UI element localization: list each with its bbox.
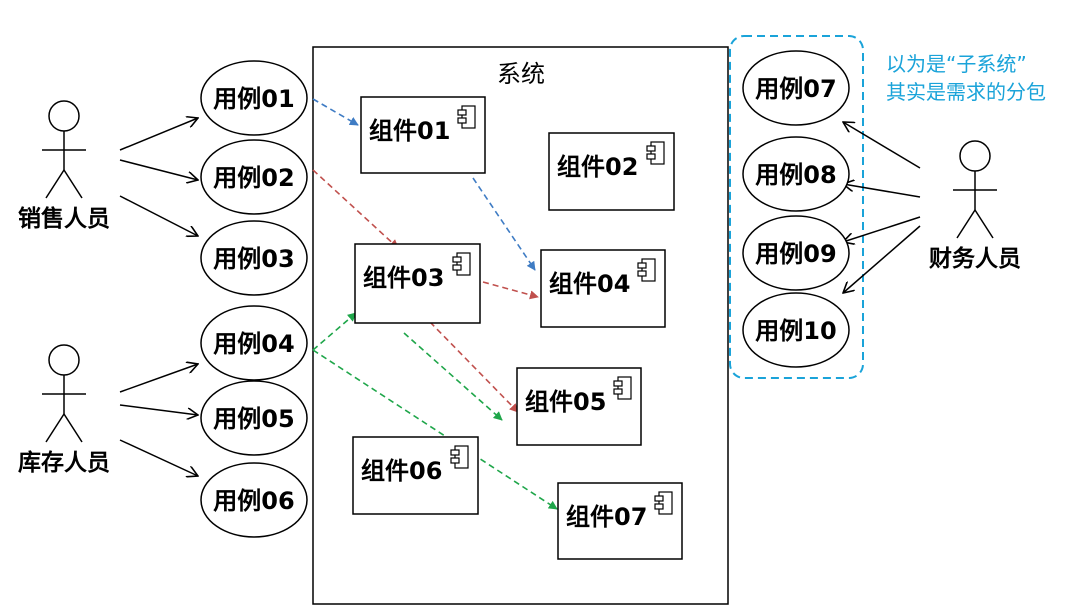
component-icon (637, 258, 656, 282)
component-c04[interactable]: 组件04 (540, 249, 666, 328)
component-c05[interactable]: 组件05 (516, 367, 642, 446)
component-label: 组件01 (369, 117, 450, 145)
component-c02[interactable]: 组件02 (548, 132, 675, 211)
usecase-uc08[interactable]: 用例08 (742, 136, 850, 212)
usecase-ellipse (200, 60, 308, 136)
association-finance-uc10 (843, 225, 921, 293)
usecase-ellipse (742, 136, 850, 212)
component-c07[interactable]: 组件07 (557, 482, 683, 560)
actor-label: 财务人员 (929, 246, 1021, 272)
system-boundary (312, 46, 729, 605)
component-label: 组件04 (549, 270, 630, 298)
actor-head (48, 344, 80, 376)
usecase-ellipse (742, 215, 850, 291)
dependency-c03-c04 (482, 281, 539, 300)
association-stock-uc05 (119, 404, 198, 415)
usecase-ellipse (742, 50, 850, 126)
usecase-ellipse (200, 305, 308, 381)
actor-stock: 库存人员 (18, 344, 110, 476)
usecase-label: 用例08 (755, 161, 836, 189)
actor-left-leg (956, 209, 976, 239)
note-line-2: 其实是需求的分包 (886, 80, 1046, 104)
usecase-label: 用例10 (755, 317, 836, 345)
note-line-1: 以为是“子系统” (886, 52, 1027, 76)
usecase-label: 用例09 (755, 240, 836, 268)
actor-head (959, 140, 991, 172)
usecase-uc03[interactable]: 用例03 (200, 220, 308, 296)
actor-left-leg (45, 413, 65, 443)
usecase-ellipse (200, 220, 308, 296)
association-stock-uc04 (119, 364, 198, 393)
association-sales-uc02 (119, 159, 198, 180)
actor-right-leg (974, 209, 994, 239)
component-icon (646, 141, 665, 165)
component-label: 组件05 (525, 388, 606, 416)
component-label: 组件07 (566, 503, 647, 531)
component-icon (613, 376, 632, 400)
actor-right-leg (63, 169, 83, 199)
association-finance-uc08 (843, 184, 921, 198)
usecase-ellipse (200, 462, 308, 538)
association-sales-uc03 (119, 195, 198, 236)
usecase-uc09[interactable]: 用例09 (742, 215, 850, 291)
usecase-uc06[interactable]: 用例06 (200, 462, 308, 538)
dependency-c03-c05 (429, 321, 519, 413)
actor-left-leg (45, 169, 65, 199)
dependency-uc04-c07 (312, 349, 558, 510)
component-icon (452, 252, 471, 276)
component-icon (457, 105, 476, 129)
dependency-uc01-c01 (312, 98, 359, 126)
usecase-label: 用例07 (755, 75, 836, 103)
usecase-ellipse (200, 380, 308, 456)
usecase-uc05[interactable]: 用例05 (200, 380, 308, 456)
usecase-label: 用例06 (213, 487, 294, 515)
component-label: 组件02 (557, 153, 638, 181)
component-icon (654, 491, 673, 515)
component-label: 组件06 (361, 457, 442, 485)
usecase-uc07[interactable]: 用例07 (742, 50, 850, 126)
usecase-label: 用例03 (213, 245, 294, 273)
component-label: 组件03 (363, 264, 444, 292)
component-c06[interactable]: 组件06 (352, 436, 479, 515)
actor-finance: 财务人员 (929, 140, 1021, 272)
actor-head (48, 100, 80, 132)
dependency-uc04-c03 (312, 312, 357, 351)
usecase-uc01[interactable]: 用例01 (200, 60, 308, 136)
component-c01[interactable]: 组件01 (360, 96, 486, 174)
component-c03[interactable]: 组件03 (354, 243, 481, 324)
dependency-c01-c04 (472, 177, 536, 271)
association-stock-uc06 (119, 439, 198, 476)
association-sales-uc01 (119, 118, 198, 151)
usecase-uc10[interactable]: 用例10 (742, 292, 850, 368)
actor-sales: 销售人员 (18, 100, 110, 232)
association-finance-uc09 (843, 216, 921, 242)
actor-right-leg (63, 413, 83, 443)
dependency-uc02-c03 (312, 169, 399, 249)
dependency-c03-c05 (403, 332, 503, 421)
actor-label: 库存人员 (18, 449, 110, 476)
association-finance-uc07 (843, 122, 921, 169)
usecase-uc04[interactable]: 用例04 (200, 305, 308, 381)
actor-label: 销售人员 (18, 205, 110, 232)
usecase-ellipse (742, 292, 850, 368)
system-title: 系统 (497, 60, 545, 88)
usecase-label: 用例02 (213, 164, 294, 192)
usecase-ellipse (200, 139, 308, 215)
package-boundary (729, 35, 864, 379)
usecase-uc02[interactable]: 用例02 (200, 139, 308, 215)
usecase-label: 用例04 (213, 330, 294, 358)
usecase-label: 用例01 (213, 85, 294, 113)
component-icon (450, 445, 469, 469)
usecase-label: 用例05 (213, 405, 294, 433)
